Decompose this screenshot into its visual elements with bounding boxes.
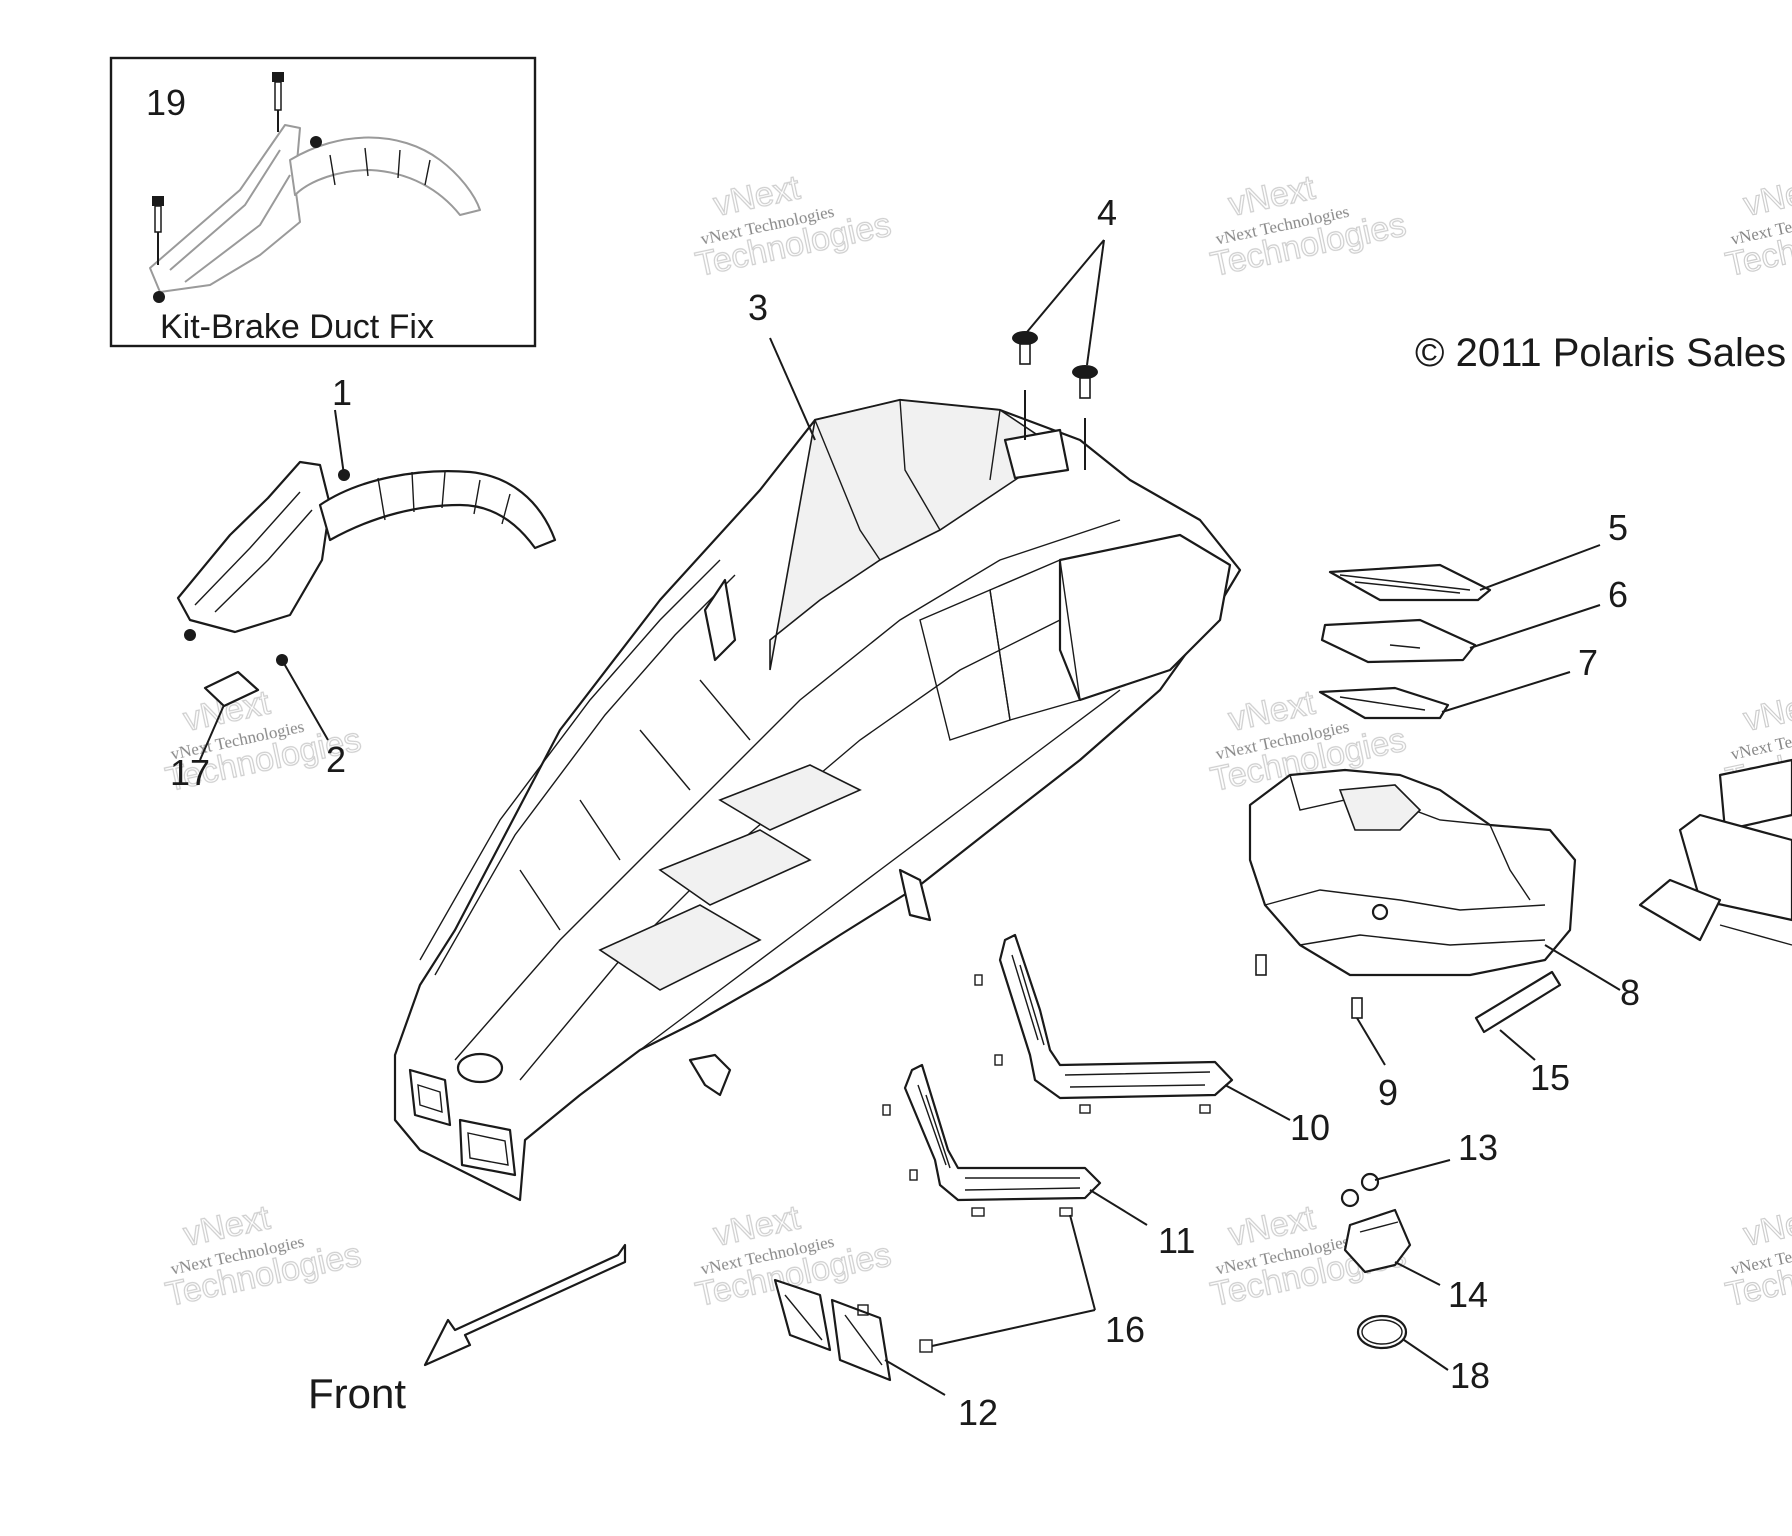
callout-9: 9 — [1378, 1072, 1398, 1113]
callout-13: 13 — [1458, 1127, 1498, 1168]
inset-nut — [310, 136, 322, 148]
callout-15: 15 — [1530, 1057, 1570, 1098]
part-right-edge-vent — [1638, 758, 1792, 946]
callout-10: 10 — [1290, 1107, 1330, 1148]
part-2-nut — [184, 629, 329, 741]
part-15-gasket — [1474, 970, 1562, 1061]
watermark: vNext vNext Technologies Technologies — [162, 1198, 365, 1315]
callout-12: 12 — [958, 1392, 998, 1433]
callout-2: 2 — [326, 739, 346, 780]
callout-16: 16 — [1105, 1309, 1145, 1350]
inset-kit-brake-duct: 19 Kit-Brake Duct Fix — [109, 56, 537, 348]
inset-duct-drawing — [149, 124, 481, 293]
callout-1: 1 — [332, 372, 352, 413]
part-3-hood — [393, 398, 1242, 1202]
svg-text:vNext: vNext — [1740, 684, 1792, 739]
svg-text:vNext: vNext — [1740, 169, 1792, 224]
part-12-front-vent — [773, 1278, 946, 1396]
copyright-text: © 2011 Polaris Sales — [1415, 331, 1786, 375]
watermark: vNext vNext Technologies Technologies — [1207, 168, 1410, 285]
front-label: Front — [308, 1370, 406, 1417]
hood-emblem — [456, 1052, 504, 1084]
callout-19: 19 — [146, 82, 186, 123]
watermark: vNext vNext Technologies Technologies — [692, 168, 895, 285]
part-7-vent-frame — [1318, 671, 1571, 720]
part-5-vent-grille — [1328, 544, 1601, 602]
callout-7: 7 — [1578, 642, 1598, 683]
part-4-rivets — [1012, 239, 1105, 470]
inset-title: Kit-Brake Duct Fix — [160, 308, 434, 346]
part-8-airbox — [1248, 768, 1621, 991]
part-17-pad — [199, 670, 260, 761]
callout-4: 4 — [1097, 192, 1117, 233]
headlight-left — [408, 1068, 452, 1127]
watermark: vNext vNext Technologies Technologies — [1722, 168, 1792, 285]
part-11-side-vent — [882, 1063, 1148, 1226]
front-direction-arrow — [423, 1243, 627, 1367]
callout-17: 17 — [170, 752, 210, 793]
watermark: vNext vNext Technologies Technologies — [1722, 1198, 1792, 1315]
leader-3 — [769, 337, 816, 441]
callout-5: 5 — [1608, 507, 1628, 548]
part-10-side-vent — [974, 933, 1291, 1121]
part-9-screw — [1255, 954, 1386, 1066]
headlight-right — [458, 1118, 517, 1177]
inset-bolt-top — [272, 72, 284, 132]
callout-8: 8 — [1620, 972, 1640, 1013]
svg-text:vNext: vNext — [1740, 1199, 1792, 1254]
callout-18: 18 — [1450, 1355, 1490, 1396]
callout-14: 14 — [1448, 1274, 1488, 1315]
part-16-clips — [919, 1214, 1096, 1353]
inset-bolt-left — [152, 196, 165, 303]
callout-11: 11 — [1158, 1220, 1195, 1261]
callout-3: 3 — [748, 287, 768, 328]
part-6-vent-filter — [1320, 604, 1601, 664]
part-1-brake-duct — [176, 409, 557, 634]
part-18-oring — [1356, 1314, 1449, 1371]
part-14-bracket — [1343, 1208, 1441, 1286]
part-13-nuts — [1340, 1159, 1451, 1208]
callout-6: 6 — [1608, 574, 1628, 615]
